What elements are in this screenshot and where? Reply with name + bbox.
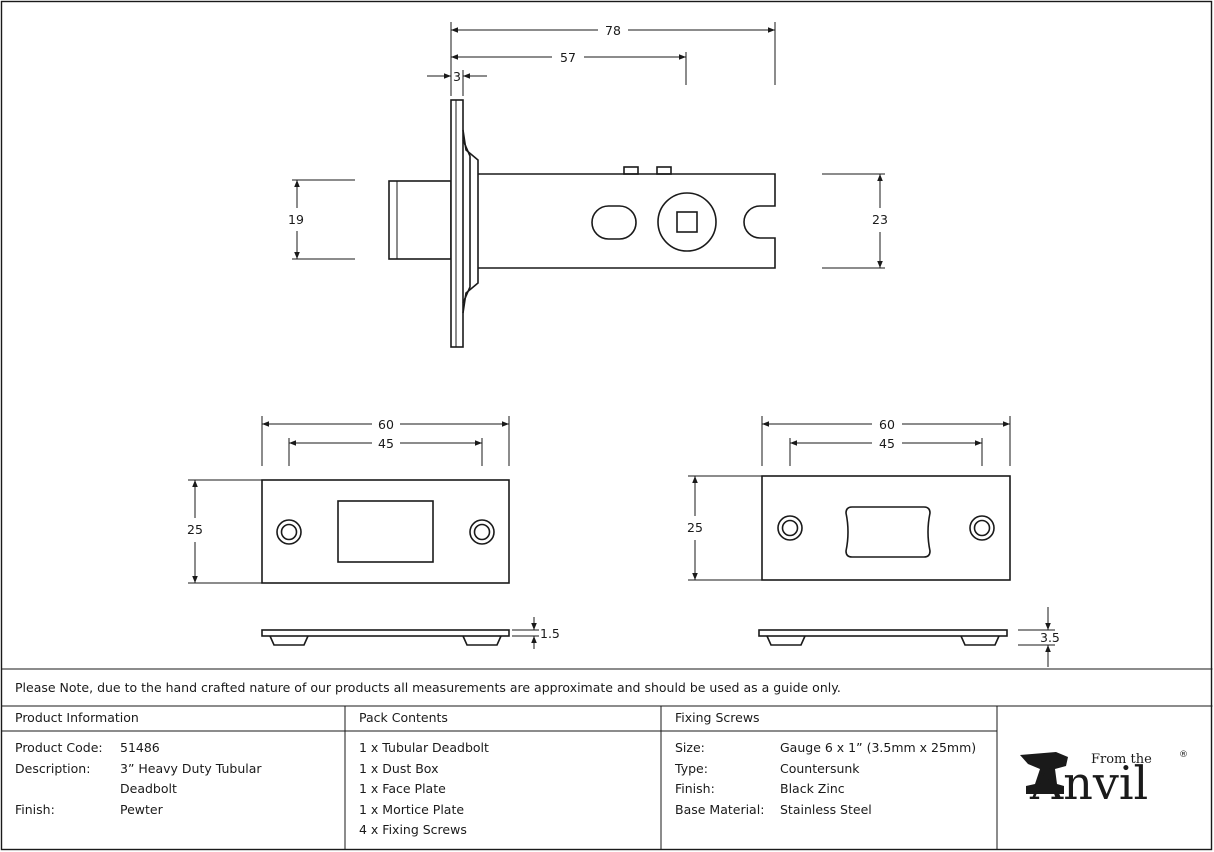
dim-face-offset: 3 xyxy=(453,69,461,84)
dim-mortice-plate-height: 25 xyxy=(687,520,703,535)
spindle-follower xyxy=(657,192,717,252)
tubular-case xyxy=(478,173,776,269)
product-info-heading: Product Information xyxy=(15,710,139,725)
finish-label: Finish: xyxy=(15,802,55,817)
finish-value: Pewter xyxy=(120,802,164,817)
logo-registered-mark: ® xyxy=(1179,750,1188,760)
dim-face-plate-height: 25 xyxy=(187,522,203,537)
face-plate-edge xyxy=(261,629,510,637)
product-code-label: Product Code: xyxy=(15,740,103,755)
description-label: Description: xyxy=(15,761,90,776)
screw-size-label: Size: xyxy=(675,740,705,755)
description-value-line1: 3” Heavy Duty Tubular xyxy=(120,761,262,776)
dim-face-plate-screw-centers: 45 xyxy=(378,436,394,451)
dim-overall-length: 78 xyxy=(605,23,621,38)
screw-finish-value: Black Zinc xyxy=(780,781,845,796)
dim-face-plate-thickness: 1.5 xyxy=(540,626,560,641)
screw-finish-label: Finish: xyxy=(675,781,715,796)
measurement-note: Please Note, due to the hand crafted nat… xyxy=(15,680,841,695)
face-plate-aperture xyxy=(337,500,434,563)
pack-item: 4 x Fixing Screws xyxy=(359,822,467,837)
dim-mortice-plate-thickness: 3.5 xyxy=(1040,630,1060,645)
logo-small-text: From the xyxy=(1091,752,1152,767)
screw-type-label: Type: xyxy=(674,761,708,776)
face-plate-view: 60 45 25 1.5 xyxy=(187,416,560,649)
mortice-plate-edge xyxy=(758,629,1008,637)
pack-item: 1 x Dust Box xyxy=(359,761,438,776)
dim-bolt-height: 19 xyxy=(288,212,304,227)
case-slot xyxy=(591,205,637,240)
screw-size-value: Gauge 6 x 1” (3.5mm x 25mm) xyxy=(780,740,976,755)
dim-backset: 57 xyxy=(560,50,576,65)
screw-material-label: Base Material: xyxy=(675,802,764,817)
pack-item: 1 x Face Plate xyxy=(359,781,446,796)
description-value-line2: Deadbolt xyxy=(120,781,177,796)
pack-item: 1 x Tubular Deadbolt xyxy=(359,740,489,755)
face-plate-outline xyxy=(261,479,510,584)
anvil-icon xyxy=(1020,752,1068,794)
dim-mortice-plate-width: 60 xyxy=(879,417,895,432)
screw-material-value: Stainless Steel xyxy=(780,802,872,817)
brand-logo: From the Anvil ® xyxy=(1020,750,1188,810)
dim-case-height: 23 xyxy=(872,212,888,227)
title-block: Please Note, due to the hand crafted nat… xyxy=(1,668,1213,850)
dim-mortice-plate-screw-centers: 45 xyxy=(879,436,895,451)
spindle-square xyxy=(676,211,698,233)
mortice-plate-aperture xyxy=(845,506,931,558)
fixing-screws-heading: Fixing Screws xyxy=(675,710,760,725)
product-code-value: 51486 xyxy=(120,740,160,755)
mortice-plate-view: 60 45 25 3.5 xyxy=(687,416,1060,667)
pack-contents-heading: Pack Contents xyxy=(359,710,448,725)
pack-item: 1 x Mortice Plate xyxy=(359,802,464,817)
bolt xyxy=(388,180,452,260)
logo-main-text: Anvil xyxy=(1029,756,1148,810)
deadbolt-side-view: 78 57 3 19 23 xyxy=(288,22,888,348)
mortice-plate-outline xyxy=(761,475,1011,581)
face-plate-side xyxy=(450,99,464,348)
screw-type-value: Countersunk xyxy=(780,761,860,776)
dim-face-plate-width: 60 xyxy=(378,417,394,432)
